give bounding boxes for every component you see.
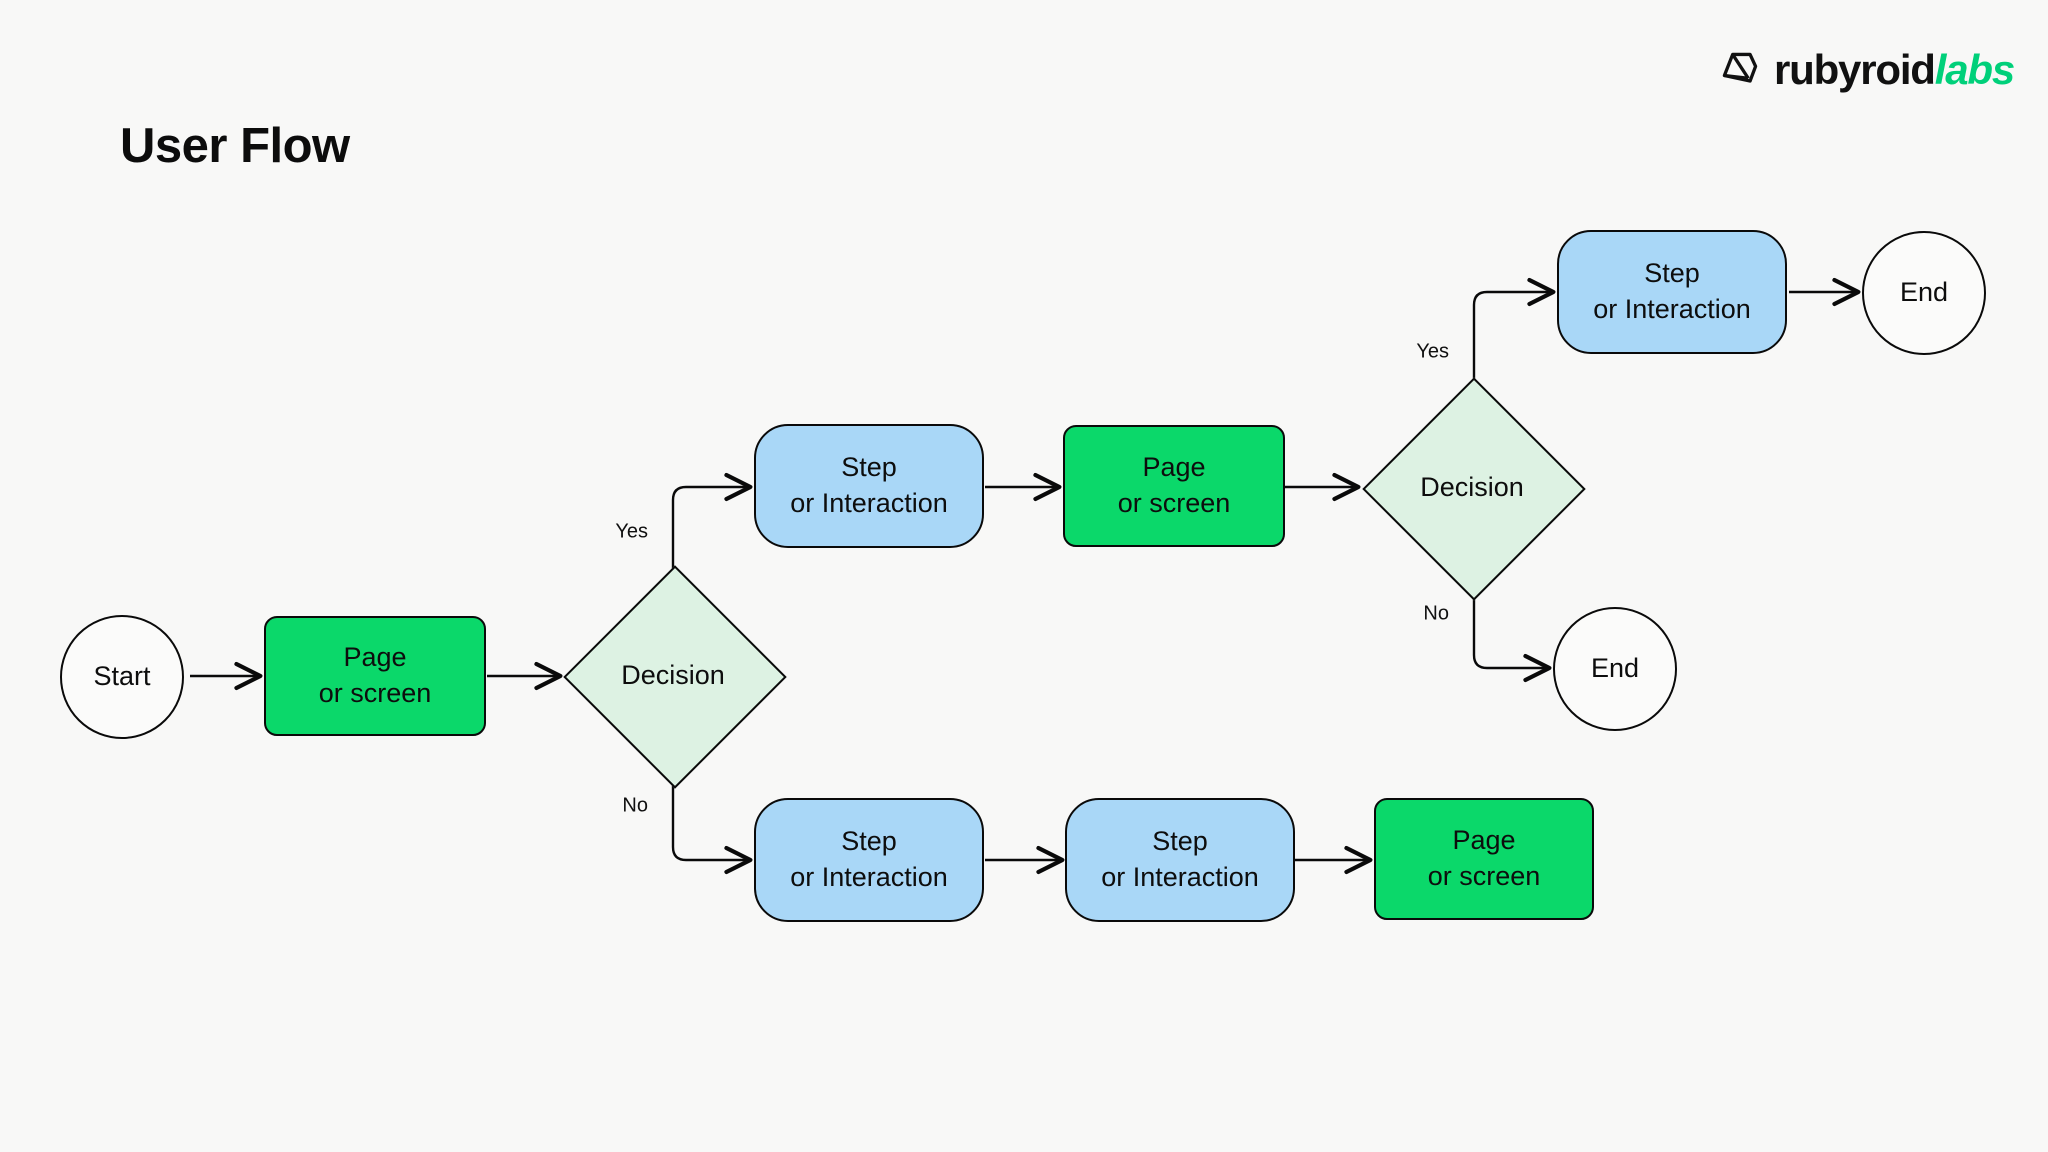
node-page-or-screen-2-label: Page or screen — [1118, 450, 1231, 521]
node-step-yes-1-line1: Step — [841, 452, 897, 483]
node-step-or-interaction-no-1[interactable]: Step or Interaction — [754, 798, 984, 922]
edge-label-yes-left: Yes — [610, 519, 653, 545]
node-page-2-line1: Page — [1142, 452, 1206, 483]
node-step-no-2-label: Step or Interaction — [1101, 824, 1259, 895]
node-step-yes-1-label: Step or Interaction — [790, 450, 948, 521]
node-step-no-1-line2: or Interaction — [790, 862, 948, 892]
edge-decision2-yes — [1472, 277, 1556, 406]
node-end-2-label: End — [1590, 653, 1640, 684]
edge-decision2-no — [1472, 560, 1552, 683]
node-step-no-1-line1: Step — [841, 826, 897, 857]
logo-name-secondary: labs — [1934, 46, 2015, 93]
node-step-or-interaction-no-2[interactable]: Step or Interaction — [1065, 798, 1295, 922]
node-step-yes-2-line2: or Interaction — [1593, 294, 1751, 324]
node-step-yes-2-label: Step or Interaction — [1593, 256, 1751, 327]
node-decision-1[interactable]: Decision — [563, 565, 787, 789]
node-end-1-label: End — [1899, 277, 1949, 308]
node-decision-2[interactable]: Decision — [1362, 377, 1586, 601]
node-end-2[interactable]: End — [1553, 607, 1677, 731]
node-page-or-screen-3-label: Page or screen — [1428, 823, 1541, 894]
node-decision-2-label: Decision — [1420, 471, 1524, 502]
node-page-3-line2: or screen — [1427, 861, 1541, 891]
node-start[interactable]: Start — [60, 615, 184, 739]
brand-logo: rubyroidlabs — [1718, 46, 2015, 93]
edge-label-no-right: No — [1418, 601, 1454, 627]
node-step-no-2-line1: Step — [1152, 826, 1208, 857]
node-page-1-line1: Page — [343, 642, 407, 673]
node-step-yes-1-line2: or Interaction — [790, 488, 948, 518]
node-page-1-line2: or screen — [318, 678, 432, 708]
logo-name-primary: rubyroid — [1774, 46, 1936, 93]
node-step-no-1-label: Step or Interaction — [790, 824, 948, 895]
node-step-or-interaction-yes-2[interactable]: Step or Interaction — [1557, 230, 1787, 354]
node-page-or-screen-1-label: Page or screen — [319, 640, 432, 711]
node-step-yes-2-line1: Step — [1644, 258, 1700, 289]
node-page-or-screen-3[interactable]: Page or screen — [1374, 798, 1594, 920]
node-decision-1-label: Decision — [621, 659, 725, 690]
node-page-or-screen-1[interactable]: Page or screen — [264, 616, 486, 736]
edge-label-no-left: No — [617, 793, 653, 819]
node-end-1[interactable]: End — [1862, 231, 1986, 355]
node-page-3-line1: Page — [1452, 825, 1516, 856]
node-page-2-line2: or screen — [1117, 488, 1231, 518]
gem-icon — [1722, 52, 1758, 83]
edge-decision1-no — [671, 753, 753, 875]
logo-wordmark: rubyroidlabs — [1774, 46, 2015, 93]
edge-decision1-yes — [671, 472, 753, 598]
node-page-or-screen-2[interactable]: Page or screen — [1063, 425, 1285, 547]
node-step-or-interaction-yes-1[interactable]: Step or Interaction — [754, 424, 984, 548]
node-step-no-2-line2: or Interaction — [1101, 862, 1259, 892]
page-title: User Flow — [120, 119, 350, 173]
edge-label-yes-right: Yes — [1411, 339, 1454, 365]
node-start-label: Start — [93, 661, 151, 692]
